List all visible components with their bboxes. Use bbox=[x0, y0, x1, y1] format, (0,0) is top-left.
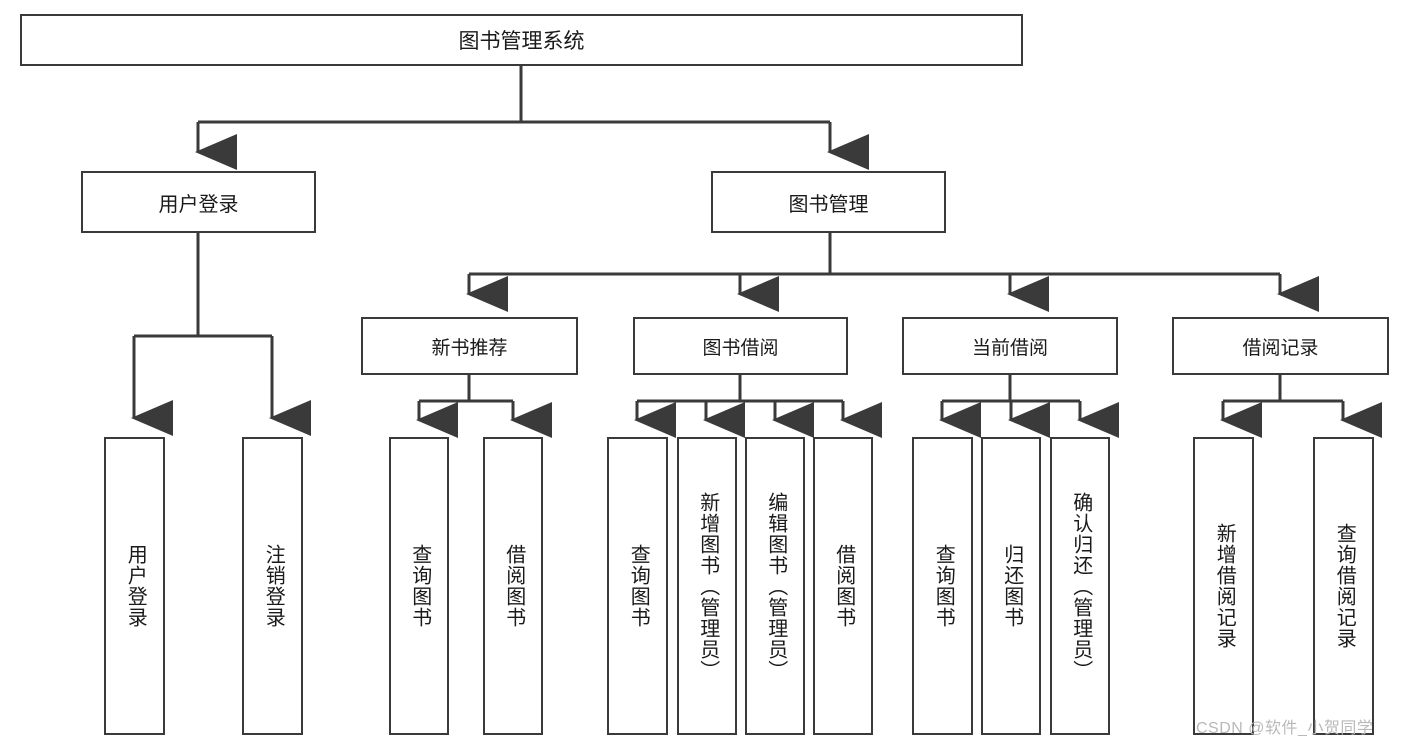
node-label: 新书推荐 bbox=[431, 337, 508, 359]
node-label: 查询图书 bbox=[932, 544, 955, 628]
leaf-confirm-return-admin[interactable]: 确认归还（管理员） bbox=[1050, 437, 1110, 735]
node-label: 归还图书 bbox=[1000, 544, 1023, 628]
leaf-logout[interactable]: 注销登录 bbox=[242, 437, 303, 735]
node-book-management[interactable]: 图书管理 bbox=[711, 171, 946, 233]
csdn-watermark: CSDN @软件_小贺同学 bbox=[1196, 720, 1374, 737]
node-new-book-recommend[interactable]: 新书推荐 bbox=[361, 317, 578, 375]
node-label: 借阅图书 bbox=[502, 544, 525, 628]
node-current-borrow[interactable]: 当前借阅 bbox=[902, 317, 1118, 375]
node-label: 图书管理系统 bbox=[458, 30, 585, 53]
node-label: 查询图书 bbox=[627, 544, 650, 628]
node-label: 用户登录 bbox=[158, 193, 239, 216]
leaf-borrow-book[interactable]: 借阅图书 bbox=[813, 437, 873, 735]
node-root-book-management-system[interactable]: 图书管理系统 bbox=[20, 14, 1023, 66]
leaf-query-book-recommend[interactable]: 查询图书 bbox=[389, 437, 449, 735]
node-label: 编辑图书（管理员） bbox=[764, 491, 787, 681]
node-label: 新增借阅记录 bbox=[1213, 523, 1236, 649]
node-label: 图书管理 bbox=[788, 193, 869, 216]
node-label: 当前借阅 bbox=[971, 337, 1048, 359]
node-label: 查询图书 bbox=[408, 544, 431, 628]
leaf-return-book[interactable]: 归还图书 bbox=[981, 437, 1041, 735]
node-label: 借阅记录 bbox=[1242, 337, 1319, 359]
leaf-edit-book-admin[interactable]: 编辑图书（管理员） bbox=[745, 437, 805, 735]
node-label: 图书借阅 bbox=[702, 337, 779, 359]
node-label: 注销登录 bbox=[262, 544, 285, 628]
leaf-query-book-current[interactable]: 查询图书 bbox=[912, 437, 973, 735]
node-label: 确认归还（管理员） bbox=[1069, 491, 1092, 681]
leaf-borrow-book-recommend[interactable]: 借阅图书 bbox=[483, 437, 543, 735]
leaf-user-login[interactable]: 用户登录 bbox=[104, 437, 165, 735]
leaf-add-borrow-record[interactable]: 新增借阅记录 bbox=[1193, 437, 1254, 735]
node-label: 查询借阅记录 bbox=[1333, 523, 1356, 649]
node-book-borrow[interactable]: 图书借阅 bbox=[633, 317, 848, 375]
node-borrow-record[interactable]: 借阅记录 bbox=[1172, 317, 1389, 375]
node-label: 用户登录 bbox=[124, 544, 147, 628]
node-label: 借阅图书 bbox=[832, 544, 855, 628]
leaf-query-book-borrow[interactable]: 查询图书 bbox=[607, 437, 668, 735]
leaf-query-borrow-record[interactable]: 查询借阅记录 bbox=[1313, 437, 1374, 735]
node-label: 新增图书（管理员） bbox=[696, 491, 719, 681]
node-user-login[interactable]: 用户登录 bbox=[81, 171, 316, 233]
leaf-add-book-admin[interactable]: 新增图书（管理员） bbox=[677, 437, 737, 735]
